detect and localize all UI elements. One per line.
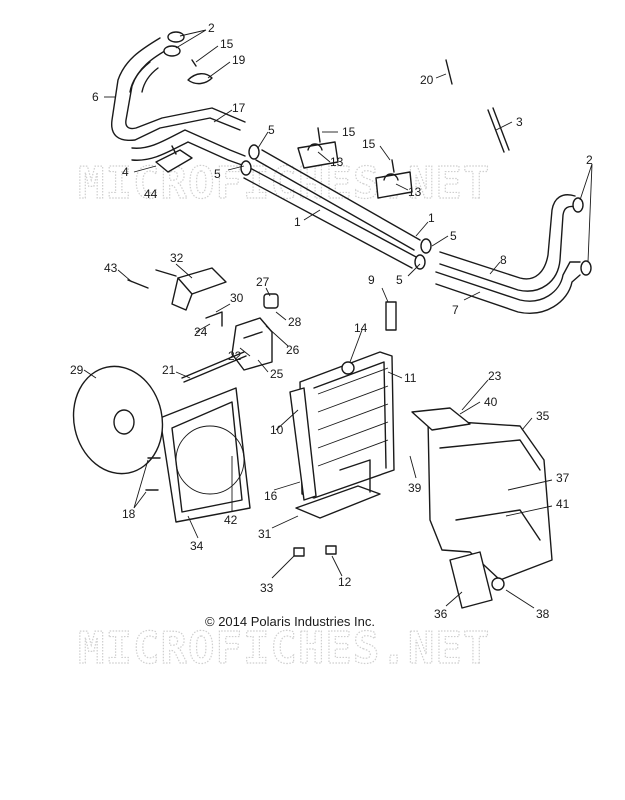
callout-42: 42 <box>224 513 238 527</box>
callout-2-right: 2 <box>586 153 593 167</box>
radiator-11 <box>289 351 395 501</box>
callout-7: 7 <box>452 303 459 317</box>
callout-23: 23 <box>488 369 502 383</box>
callout-16: 16 <box>264 489 278 503</box>
callout-17: 17 <box>232 101 246 115</box>
callout-31: 31 <box>258 527 272 541</box>
callout-labels: 2 15 19 6 17 5 15 15 13 5 13 4 44 1 1 5 … <box>70 21 593 621</box>
callout-21: 21 <box>162 363 176 377</box>
callout-43: 43 <box>104 261 118 275</box>
watermark-top: MICROFICHES.NET <box>78 158 490 209</box>
clip-24 <box>205 311 223 327</box>
clip-19 <box>187 73 213 85</box>
rod-3 <box>487 107 510 153</box>
callout-40: 40 <box>484 395 498 409</box>
callout-18: 18 <box>122 507 136 521</box>
bolt-44 <box>155 269 177 277</box>
hose-17 <box>131 129 246 166</box>
bracket-4 <box>155 145 193 173</box>
callout-9: 9 <box>368 273 375 287</box>
callout-29: 29 <box>70 363 84 377</box>
callout-37: 37 <box>556 471 570 485</box>
clamp-2-top <box>163 31 185 57</box>
callout-2-top: 2 <box>208 21 215 35</box>
watermark-bottom: MICROFICHES.NET <box>78 623 490 674</box>
callout-28: 28 <box>288 315 302 329</box>
callout-5-a: 5 <box>268 123 275 137</box>
callout-25: 25 <box>270 367 284 381</box>
callout-27: 27 <box>256 275 270 289</box>
rod-21 <box>181 351 247 383</box>
callout-6: 6 <box>92 90 99 104</box>
hose-7 <box>435 261 581 314</box>
callout-12: 12 <box>338 575 352 589</box>
callout-35: 35 <box>536 409 550 423</box>
nut-38 <box>491 577 505 591</box>
callout-22: 22 <box>228 349 242 363</box>
callout-15-c: 15 <box>362 137 376 151</box>
cap-27 <box>263 293 279 309</box>
bolt-15 <box>317 127 395 173</box>
nut-33 <box>293 547 305 557</box>
bolts-18 <box>145 457 161 491</box>
callout-30: 30 <box>230 291 244 305</box>
callout-3: 3 <box>516 115 523 129</box>
callout-41: 41 <box>556 497 570 511</box>
callout-15-top: 15 <box>220 37 234 51</box>
callout-13-a: 13 <box>330 155 344 169</box>
callout-11: 11 <box>404 371 417 385</box>
callout-5-c: 5 <box>450 229 457 243</box>
bracket-13-bottom <box>375 171 413 199</box>
screw-15-top <box>191 59 197 67</box>
tube-1-upper <box>255 149 421 251</box>
callout-4: 4 <box>122 165 129 179</box>
callout-38: 38 <box>536 607 550 621</box>
callout-15-b: 15 <box>342 125 356 139</box>
clamp-2-right <box>572 197 592 276</box>
callout-44: 44 <box>144 187 158 201</box>
fitting-14 <box>341 361 355 375</box>
bracket-31 <box>295 459 381 519</box>
callout-24: 24 <box>194 325 208 339</box>
callout-10: 10 <box>270 423 284 437</box>
callout-1-a: 1 <box>294 215 301 229</box>
callout-13-b: 13 <box>408 185 422 199</box>
callout-1-b: 1 <box>428 211 435 225</box>
callout-39: 39 <box>408 481 422 495</box>
callout-5-b: 5 <box>214 167 221 181</box>
hose-6 <box>111 37 246 142</box>
callout-26: 26 <box>286 343 300 357</box>
callout-14: 14 <box>354 321 368 335</box>
tube-1-lower <box>243 167 419 269</box>
copyright: © 2014 Polaris Industries Inc. <box>205 614 375 629</box>
rod-20 <box>445 59 453 85</box>
panel-35 <box>427 419 553 609</box>
callout-20: 20 <box>420 73 434 87</box>
hose-8 <box>439 194 577 292</box>
callout-8: 8 <box>500 253 507 267</box>
callout-36: 36 <box>434 607 448 621</box>
clamp-5-group <box>240 144 432 270</box>
bracket-23 <box>411 407 471 431</box>
callout-32: 32 <box>170 251 184 265</box>
nut-12 <box>325 545 337 555</box>
callout-34: 34 <box>190 539 204 553</box>
callout-5-d: 5 <box>396 273 403 287</box>
callout-19: 19 <box>232 53 246 67</box>
callout-33: 33 <box>260 581 274 595</box>
shroud-34 <box>159 387 251 523</box>
bracket-32 <box>171 267 227 311</box>
leader-lines <box>83 29 593 609</box>
bracket-13-top <box>297 141 339 169</box>
tube-9 <box>385 301 397 331</box>
fan-29 <box>72 365 164 475</box>
